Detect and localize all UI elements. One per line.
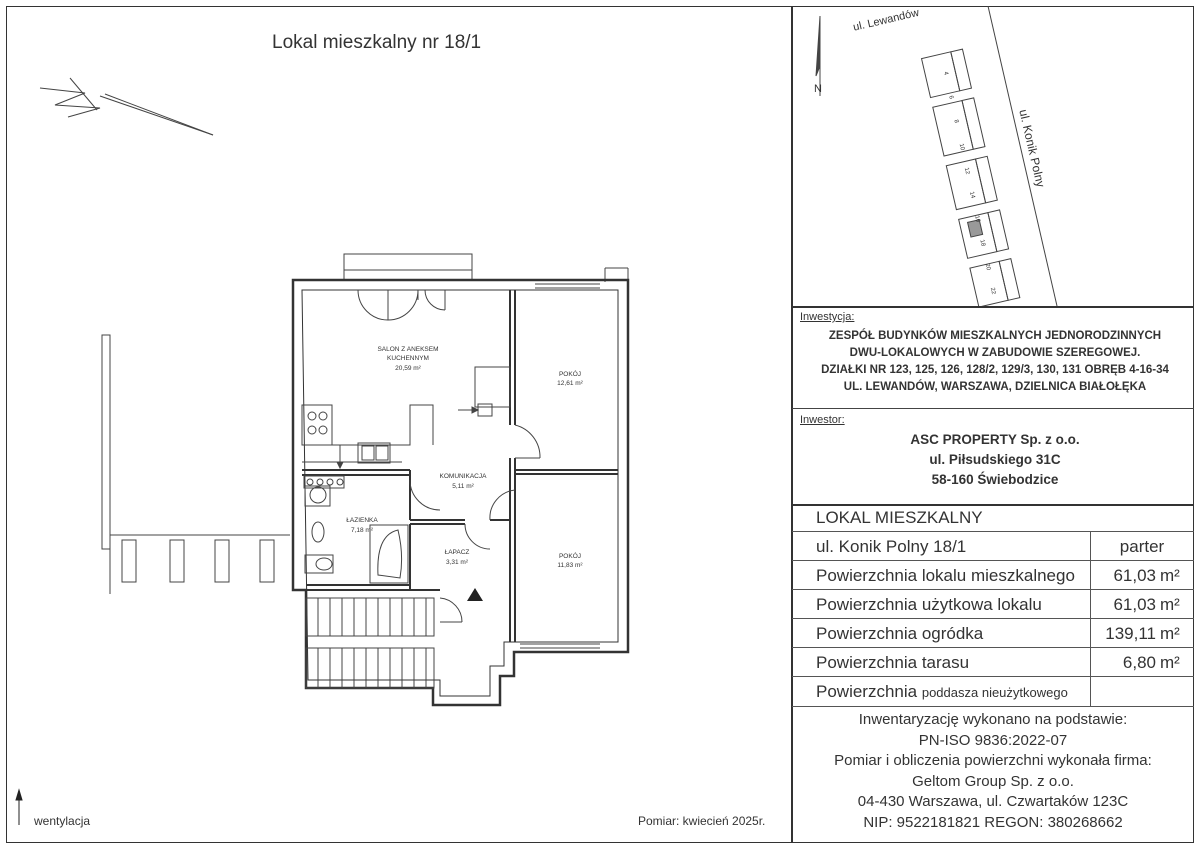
row-unit: m² bbox=[1160, 595, 1180, 614]
footer-line-6: NIP: 9522181821 REGON: 380268662 bbox=[863, 813, 1123, 831]
ventilation-arrow bbox=[15, 788, 23, 825]
inwestor-line-3: 58-160 Świebodzice bbox=[931, 472, 1059, 487]
footer-line-2: PN-ISO 9836:2022-07 bbox=[918, 731, 1068, 749]
entrance-arrow bbox=[467, 588, 483, 601]
inwestycja-line-2: DWU-LOKALOWYCH W ZABUDOWIE SZEREGOWEJ. bbox=[849, 347, 1141, 359]
room-pokoj2-name: POKÓJ bbox=[558, 553, 582, 560]
floor-plan bbox=[15, 77, 630, 825]
row-label: Powierzchnia użytkowa lokalu bbox=[816, 595, 1042, 614]
inwestor-line-1: ASC PROPERTY Sp. z o.o. bbox=[910, 432, 1080, 447]
house-number: 20 bbox=[984, 263, 991, 271]
row-value: 61,03 bbox=[1113, 566, 1156, 585]
attic-label-main: Powierzchnia bbox=[816, 682, 918, 701]
room-lapacz-area: 3,31 m² bbox=[445, 559, 469, 566]
inwestycja-block: ZESPÓŁ BUDYNKÓW MIESZKALNYCH JEDNORODZIN… bbox=[796, 328, 1194, 396]
room-komunikacja-name: KOMUNIKACJA bbox=[439, 473, 487, 480]
house-number: 12 bbox=[963, 167, 970, 175]
row-label: Powierzchnia lokalu mieszkalnego bbox=[816, 566, 1075, 585]
row-value: 61,03 bbox=[1113, 595, 1156, 614]
wind-symbol bbox=[39, 77, 214, 136]
row-label: Powierzchnia ogródka bbox=[816, 624, 984, 643]
inwestycja-line-3: DZIAŁKI NR 123, 125, 126, 128/2, 129/3, … bbox=[821, 364, 1169, 376]
bathroom-fixtures bbox=[303, 475, 409, 584]
row-label: Powierzchnia tarasu bbox=[816, 653, 970, 672]
inwestor-block: ASC PROPERTY Sp. z o.o. ul. Piłsudskiego… bbox=[796, 430, 1194, 490]
room-komunikacja-area: 5,11 m² bbox=[452, 483, 474, 490]
table-row: Powierzchnia poddasza nieużytkowego bbox=[792, 677, 1194, 707]
row-value: 139,11 bbox=[1105, 624, 1156, 643]
inwestycja-divider bbox=[792, 408, 1194, 409]
neighbour-building bbox=[101, 334, 290, 594]
house-number: 4 bbox=[942, 71, 949, 76]
ventilation-legend: wentylacja bbox=[34, 814, 91, 828]
room-lapacz-name: ŁAPACZ bbox=[444, 549, 470, 556]
measurement-note: Pomiar: kwiecień 2025r. bbox=[638, 814, 766, 828]
table-row: Powierzchnia ogródka 139,11 m² bbox=[792, 619, 1194, 648]
footer-line-5: 04-430 Warszawa, ul. Czwartaków 123C bbox=[857, 793, 1129, 810]
footer-line-4: Geltom Group Sp. z o.o. bbox=[912, 772, 1074, 790]
unit-floor: parter bbox=[1119, 537, 1165, 556]
table-row: Powierzchnia lokalu mieszkalnego 61,03 m… bbox=[792, 561, 1194, 590]
inwestor-label: Inwestor: bbox=[800, 414, 845, 426]
table-header: LOKAL MIESZKALNY bbox=[816, 508, 983, 527]
room-salon-area: 20,59 m² bbox=[395, 365, 421, 372]
map-bottom-border bbox=[792, 306, 1194, 308]
table-header-row: LOKAL MIESZKALNY bbox=[792, 505, 1194, 532]
plan-title: Lokal mieszkalny nr 18/1 bbox=[272, 32, 482, 53]
room-lazienka-name: ŁAZIENKA bbox=[346, 517, 378, 524]
inwestycja-label: Inwestycja: bbox=[800, 311, 855, 323]
footer-block: Inwentaryzację wykonano na podstawie: PN… bbox=[792, 710, 1194, 833]
table-row: Powierzchnia tarasu 6,80 m² bbox=[792, 648, 1194, 677]
site-map: N 4 6 8 10 12 14 16 18 20 22 bbox=[814, 6, 1058, 306]
house-number: 14 bbox=[968, 191, 975, 199]
house-number: 6 bbox=[947, 95, 954, 100]
room-salon-name: SALON Z ANEKSEM KUCHENNYM bbox=[377, 346, 439, 362]
house-number: 8 bbox=[952, 119, 959, 124]
house-number: 10 bbox=[958, 143, 965, 151]
house-number: 16 bbox=[973, 215, 980, 223]
row-value: 6,80 bbox=[1122, 653, 1156, 672]
row-unit: m² bbox=[1160, 566, 1180, 585]
house-number: 22 bbox=[989, 287, 996, 295]
inwestycja-line-1: ZESPÓŁ BUDYNKÓW MIESZKALNYCH JEDNORODZIN… bbox=[828, 330, 1162, 342]
room-lazienka-area: 7,18 m² bbox=[350, 527, 374, 534]
house-number: 18 bbox=[978, 239, 985, 247]
table-row: ul. Konik Polny 18/1 parter bbox=[792, 532, 1194, 561]
attic-label-small: poddasza nieużytkowego bbox=[921, 685, 1068, 700]
sheet-frame bbox=[6, 6, 1194, 843]
row-unit: m² bbox=[1160, 624, 1180, 643]
unit-address: ul. Konik Polny 18/1 bbox=[816, 537, 967, 556]
table-row: Powierzchnia użytkowa lokalu 61,03 m² bbox=[792, 590, 1194, 619]
footer-line-1: Inwentaryzację wykonano na podstawie: bbox=[858, 711, 1128, 728]
stairs bbox=[305, 597, 435, 689]
inwestor-line-2: ul. Piłsudskiego 31C bbox=[929, 452, 1061, 467]
north-label: N bbox=[814, 83, 822, 95]
footer-line-3: Pomiar i obliczenia powierzchni wykonała… bbox=[834, 752, 1152, 769]
inwestycja-line-4: UL. LEWANDÓW, WARSZAWA, DZIELNICA BIAŁOŁ… bbox=[843, 381, 1147, 393]
walls bbox=[291, 278, 630, 707]
room-pokoj1-area: 12,61 m² bbox=[557, 380, 583, 387]
kitchen-units bbox=[301, 366, 511, 470]
column-divider bbox=[791, 6, 793, 843]
attic-label: Powierzchnia poddasza nieużytkowego bbox=[816, 682, 1068, 702]
inwestor-divider bbox=[792, 504, 1194, 506]
row-unit: m² bbox=[1160, 653, 1180, 672]
room-pokoj1-name: POKÓJ bbox=[558, 371, 582, 378]
room-pokoj2-area: 11,83 m² bbox=[557, 562, 583, 569]
